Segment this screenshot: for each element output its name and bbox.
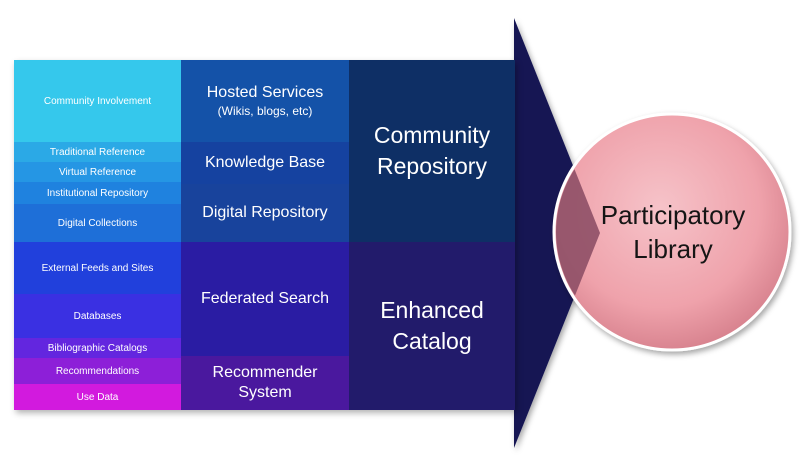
service-block: Federated Search [181, 242, 349, 356]
service-block-title: Recommender [212, 364, 318, 381]
source-item: Institutional Repository [14, 182, 181, 204]
source-item-label: Virtual Reference [58, 166, 137, 178]
source-item: Community Involvement [14, 60, 181, 142]
source-item-label: Databases [73, 310, 122, 322]
service-block-title: Hosted Services [206, 84, 324, 101]
service-block: Digital Repository [181, 184, 349, 242]
source-item-label: Bibliographic Catalogs [47, 342, 148, 354]
outcome-block-line1: Enhanced [380, 297, 484, 323]
circle-label-line2: Library [633, 234, 713, 264]
source-item: Bibliographic Catalogs [14, 338, 181, 358]
source-item: Databases [14, 294, 181, 338]
source-item-label: Institutional Repository [46, 187, 149, 199]
source-item: Recommendations [14, 358, 181, 384]
outcome-block-line2: Repository [377, 153, 487, 179]
service-block-subtitle: (Wikis, blogs, etc) [217, 104, 313, 118]
service-block-subtitle: System [238, 384, 292, 401]
service-block-title: Federated Search [200, 290, 330, 307]
source-item: External Feeds and Sites [14, 242, 181, 294]
source-item: Virtual Reference [14, 162, 181, 182]
service-block: Hosted Services (Wikis, blogs, etc) [181, 60, 349, 142]
source-item-label: External Feeds and Sites [41, 262, 154, 274]
outcome-block-line2: Catalog [392, 328, 472, 354]
service-block: Knowledge Base [181, 142, 349, 184]
source-item: Use Data [14, 384, 181, 410]
outcome-block-line1: Community [373, 122, 491, 148]
circle-label-line1: Participatory [600, 200, 746, 230]
participatory-library-circle [552, 112, 792, 352]
service-block-title: Digital Repository [202, 204, 328, 221]
circle-label: Participatory Library [560, 190, 786, 274]
source-item-label: Recommendations [55, 365, 140, 377]
source-item-label: Use Data [76, 391, 119, 403]
source-item-label: Digital Collections [57, 217, 138, 229]
source-item: Digital Collections [14, 204, 181, 242]
service-block-title: Knowledge Base [204, 154, 326, 171]
source-item-label: Traditional Reference [49, 146, 146, 158]
source-item: Traditional Reference [14, 142, 181, 162]
source-item-label: Community Involvement [43, 95, 152, 107]
